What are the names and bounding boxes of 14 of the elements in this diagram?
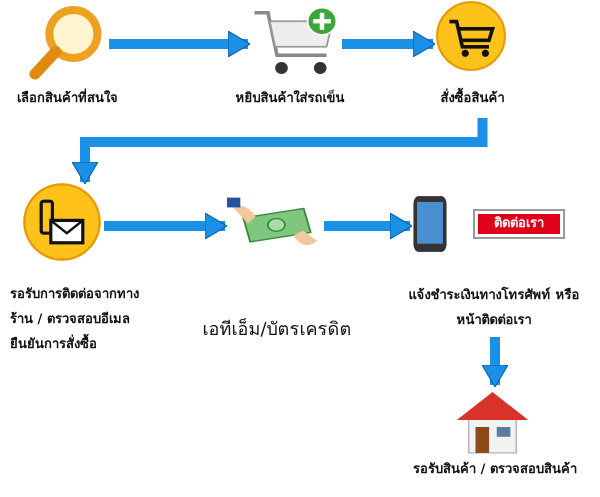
contact-button: ติดต่อเรา	[473, 209, 565, 239]
step-label: แจ้งชำระเงินทางโทรศัพท์ หรือ หน้าติดต่อเรา	[408, 286, 580, 330]
step-label: สั่งซื้อสินค้า	[415, 86, 530, 111]
step-label: เลือกสินค้าที่สนใจ	[5, 86, 130, 111]
arrow	[72, 118, 488, 184]
arrow	[342, 30, 436, 58]
step-label: เอทีเอ็ม/บัตรเครดิต	[201, 317, 353, 342]
arrow	[482, 337, 508, 388]
arrow	[104, 212, 228, 240]
step-label: หยิบสินค้าใส่รถเข็น	[234, 88, 346, 108]
step-label: รอรับสินค้า / ตรวจสอบสินค้า	[412, 460, 578, 479]
arrow	[324, 212, 412, 240]
step-label: รอรับการติดต่อจากทางร้าน / ตรวจสอบอีเมลยืนยันการสั่งซื้อ	[9, 286, 140, 354]
arrow	[109, 30, 250, 58]
